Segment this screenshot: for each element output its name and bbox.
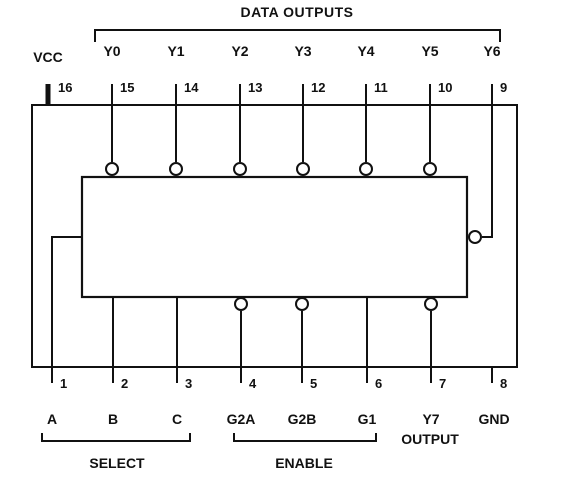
top-pin-name-y2: Y2: [231, 43, 248, 59]
y6-output-wire: [482, 84, 493, 238]
y5-inversion-bubble: [423, 162, 437, 176]
y0-inversion-bubble: [105, 162, 119, 176]
top-pin-name-y0: Y0: [103, 43, 120, 59]
bottom-pin-number-5: 5: [310, 376, 317, 391]
bottom-pin-number-6: 6: [375, 376, 382, 391]
top-pin-number-13: 13: [248, 80, 262, 95]
top-pin-name-y4: Y4: [357, 43, 374, 59]
top-pin-number-15: 15: [120, 80, 134, 95]
top-output-lines: [105, 84, 437, 176]
top-pin-number-16: 16: [58, 80, 72, 95]
top-pin-number-12: 12: [311, 80, 325, 95]
top-pin-number-14: 14: [184, 80, 199, 95]
top-pin-number-11: 11: [374, 80, 388, 95]
y1-inversion-bubble: [169, 162, 183, 176]
bottom-pin-name-b: B: [108, 411, 118, 427]
bottom-pin-number-7: 7: [439, 376, 446, 391]
package-outline: [31, 104, 518, 368]
bottom-pin-name-y7: Y7: [422, 411, 439, 427]
top-pin-name-y5: Y5: [421, 43, 438, 59]
y6-inversion-bubble: [468, 230, 482, 244]
top-pin-number-9: 9: [500, 80, 507, 95]
bottom-pin-name-a: A: [47, 411, 57, 427]
g2a-inversion-bubble: [234, 297, 248, 311]
select-group-label: SELECT: [89, 455, 145, 471]
top-pin-name-vcc: VCC: [33, 49, 63, 65]
a-input-wire: [51, 236, 82, 367]
bottom-pin-name-gnd: GND: [478, 411, 509, 427]
bottom-pin-number-3: 3: [185, 376, 192, 391]
y4-inversion-bubble: [359, 162, 373, 176]
bottom-pin-name-g2a: G2A: [227, 411, 256, 427]
top-pin-number-10: 10: [438, 80, 452, 95]
output-group-label: OUTPUT: [401, 431, 459, 447]
bottom-pin-number-8: 8: [500, 376, 507, 391]
enable-bracket: [233, 433, 377, 442]
enable-group-label: ENABLE: [275, 455, 333, 471]
y7-inversion-bubble: [424, 297, 438, 311]
y3-inversion-bubble: [296, 162, 310, 176]
y2-inversion-bubble: [233, 162, 247, 176]
top-pin-name-y6: Y6: [483, 43, 500, 59]
bottom-pin-number-4: 4: [249, 376, 257, 391]
decoder-ic-block: [80, 175, 469, 299]
bottom-input-lines: [112, 297, 438, 383]
data-outputs-heading: DATA OUTPUTS: [240, 4, 353, 20]
bottom-pin-name-c: C: [172, 411, 182, 427]
g2b-inversion-bubble: [295, 297, 309, 311]
top-pin-name-y3: Y3: [294, 43, 311, 59]
bottom-pin-number-1: 1: [60, 376, 67, 391]
top-pin-name-y1: Y1: [167, 43, 184, 59]
bottom-pin-name-g1: G1: [358, 411, 377, 427]
select-bracket: [41, 433, 191, 442]
bottom-pin-number-2: 2: [121, 376, 128, 391]
data-outputs-bracket: [94, 29, 501, 42]
bottom-pin-name-g2b: G2B: [288, 411, 317, 427]
